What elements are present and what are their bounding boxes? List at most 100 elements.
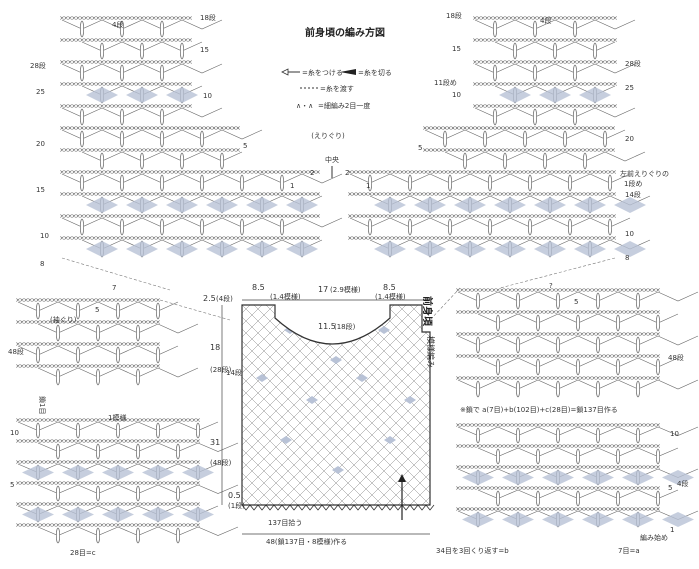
row-label-15b: 15 [36, 186, 45, 194]
diagram-title: 前身頃の編み方図 [305, 26, 385, 39]
schematic-motif [404, 396, 416, 404]
grid-line [385, 305, 430, 505]
shaded-motif [126, 241, 158, 257]
shaded-motif [22, 507, 54, 522]
row-label-8: 8 [40, 260, 44, 268]
row-label-eleventh: 11段め [434, 78, 457, 87]
long-stitch [576, 314, 580, 332]
chain-arc [594, 107, 636, 118]
long-stitch [516, 427, 520, 444]
shaded-motif [662, 470, 694, 485]
long-stitch [136, 527, 140, 544]
chain-arc [657, 335, 699, 346]
long-stitch [140, 152, 144, 170]
long-stitch [556, 380, 560, 398]
dim-115-sub: (18段) [334, 322, 356, 331]
long-stitch [636, 380, 640, 398]
long-stitch [603, 130, 607, 148]
shaded-motif [246, 241, 278, 257]
row-label-2: 2 [310, 169, 314, 177]
long-stitch [196, 422, 200, 439]
long-stitch [656, 490, 660, 507]
long-stitch [200, 218, 204, 236]
grid-line [242, 305, 311, 505]
chain-arc [221, 129, 263, 140]
long-stitch [180, 152, 184, 170]
shaded-motif [574, 241, 606, 257]
long-stitch [448, 174, 452, 192]
sc-row [456, 423, 660, 427]
long-stitch [76, 422, 80, 439]
row-label-r8: 8 [625, 254, 629, 262]
shaded-motif [579, 87, 611, 103]
dim-115: 11.5 [318, 322, 336, 331]
grid-line [242, 305, 323, 505]
dim-85b: 8.5 [383, 283, 396, 292]
cut-icon [340, 69, 356, 75]
long-stitch [493, 64, 497, 82]
long-stitch [160, 174, 164, 192]
shaded-motif [126, 87, 158, 103]
grid-line [253, 305, 430, 505]
long-stitch [616, 358, 620, 376]
shaded-motif [582, 512, 614, 527]
long-stitch [80, 64, 84, 82]
long-stitch [576, 490, 580, 507]
long-stitch [56, 443, 60, 460]
connector-line [499, 257, 616, 289]
sc-row [348, 236, 616, 240]
chain-note: 鎖1目 [38, 396, 47, 414]
chain-arc [594, 19, 636, 30]
front-schematic [61, 257, 616, 535]
sc-row [473, 60, 617, 64]
long-stitch [563, 130, 567, 148]
shaded-motif [102, 465, 134, 480]
long-stitch [96, 527, 100, 544]
long-stitch [573, 64, 577, 82]
shaded-motif [166, 241, 198, 257]
connector-line [429, 287, 461, 321]
long-stitch [493, 20, 497, 38]
schematic-grid [242, 305, 430, 505]
long-stitch [140, 42, 144, 60]
long-stitch [476, 336, 480, 354]
attach-arrow-icon [281, 68, 289, 76]
long-stitch [136, 485, 140, 502]
row-label-18: 18段 [200, 13, 216, 22]
shaded-motif [62, 507, 94, 522]
chain-arc [181, 63, 223, 74]
shaded-motif [622, 470, 654, 485]
legend-decrease-symbol: ∧・∧ [296, 102, 313, 110]
sc-row [60, 192, 320, 196]
long-stitch [523, 130, 527, 148]
sc-row [60, 16, 192, 20]
bottom-note: 48(鎖137目・8模様)作る [266, 537, 347, 546]
shaded-motif [142, 507, 174, 522]
grid-line [385, 305, 430, 505]
grid-line [313, 305, 430, 505]
long-stitch [156, 302, 160, 320]
schematic-hem [241, 504, 435, 511]
schematic-motif [306, 396, 318, 404]
shaded-motif [534, 241, 566, 257]
sc-row [16, 502, 200, 506]
row-label-4: 4段 [112, 20, 123, 29]
panel-armhole-left [16, 298, 239, 544]
long-stitch [120, 108, 124, 126]
grid-line [242, 305, 407, 505]
long-stitch [76, 302, 80, 320]
row-label-bl7: 7 [112, 284, 116, 292]
grid-line [373, 305, 430, 505]
long-stitch [616, 448, 620, 465]
sc-row [16, 481, 200, 485]
long-stitch [408, 218, 412, 236]
shaded-motif [166, 197, 198, 213]
row-label-br5b: 5 [668, 484, 672, 492]
sc-row [348, 192, 616, 196]
long-stitch [96, 443, 100, 460]
long-stitch [56, 324, 60, 342]
row-labels-left: 4段 18段 15 28段 25 10 20 5 15 2 1 10 8 [30, 13, 314, 268]
schematic-motif [332, 466, 344, 474]
grid-line [325, 305, 430, 505]
long-stitch [80, 130, 84, 148]
